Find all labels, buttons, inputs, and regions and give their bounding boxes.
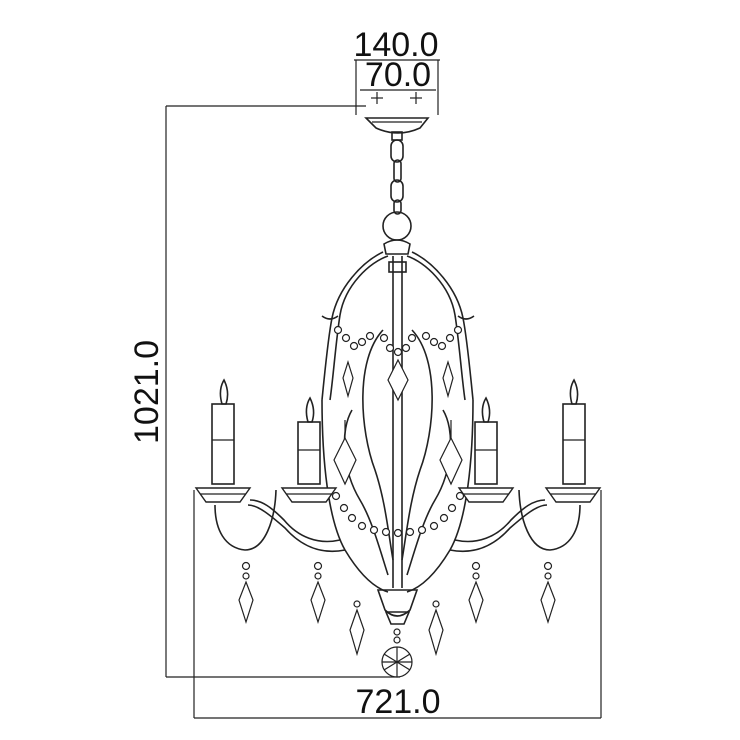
chain — [390, 139, 404, 215]
overall-height-label: 1021.0 — [128, 340, 166, 444]
height-dimension-group: 1021.0 — [128, 105, 400, 678]
width-dimension-group: 721.0 — [193, 490, 602, 721]
top-ring — [382, 211, 412, 241]
canopy-width-label: 140.0 — [353, 26, 438, 64]
canopy — [364, 117, 430, 134]
candle-inner-right — [457, 396, 515, 503]
candle-outer-right — [544, 378, 602, 503]
bottom-finial — [376, 589, 419, 617]
crystal-drops — [238, 358, 556, 678]
canopy-dimension-group: 140.0 70.0 — [353, 26, 440, 115]
bead-strands — [331, 325, 465, 538]
overall-width-label: 721.0 — [355, 683, 440, 721]
chandelier-illustration — [194, 117, 602, 678]
candle-outer-left — [194, 378, 252, 503]
candle-inner-left — [280, 396, 338, 503]
mount-spacing-label: 70.0 — [365, 56, 431, 94]
